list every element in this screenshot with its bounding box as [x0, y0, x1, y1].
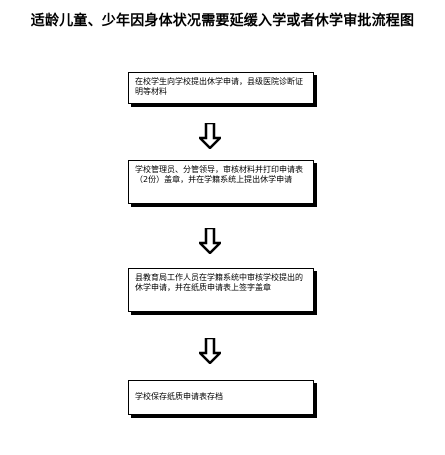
down-arrow-icon [199, 228, 221, 254]
flow-step-school-review: 学校管理员、分管领导，审核材料并打印申请表（2份）盖章，并在学籍系统上提出休学申… [128, 160, 314, 204]
page-title: 适龄儿童、少年因身体状况需要延缓入学或者休学审批流程图 [30, 13, 415, 29]
flow-step-bureau-approval: 县教育局工作人员在学籍系统中审核学校提出的休学申请，并在纸质申请表上签字盖章 [128, 268, 314, 312]
flow-step-school-review-text: 学校管理员、分管领导，审核材料并打印申请表（2份）盖章，并在学籍系统上提出休学申… [135, 165, 303, 184]
flow-step-archive-text: 学校保存纸质申请表存档 [135, 392, 223, 401]
flow-step-apply-text: 在校学生向学校提出休学申请，县级医院诊断证明等材料 [135, 77, 303, 96]
flow-step-bureau-approval-text: 县教育局工作人员在学籍系统中审核学校提出的休学申请，并在纸质申请表上签字盖章 [135, 273, 303, 292]
down-arrow-icon [199, 123, 221, 149]
down-arrow-icon [199, 338, 221, 364]
flow-step-apply: 在校学生向学校提出休学申请，县级医院诊断证明等材料 [128, 72, 314, 104]
flow-step-archive: 学校保存纸质申请表存档 [128, 380, 314, 415]
